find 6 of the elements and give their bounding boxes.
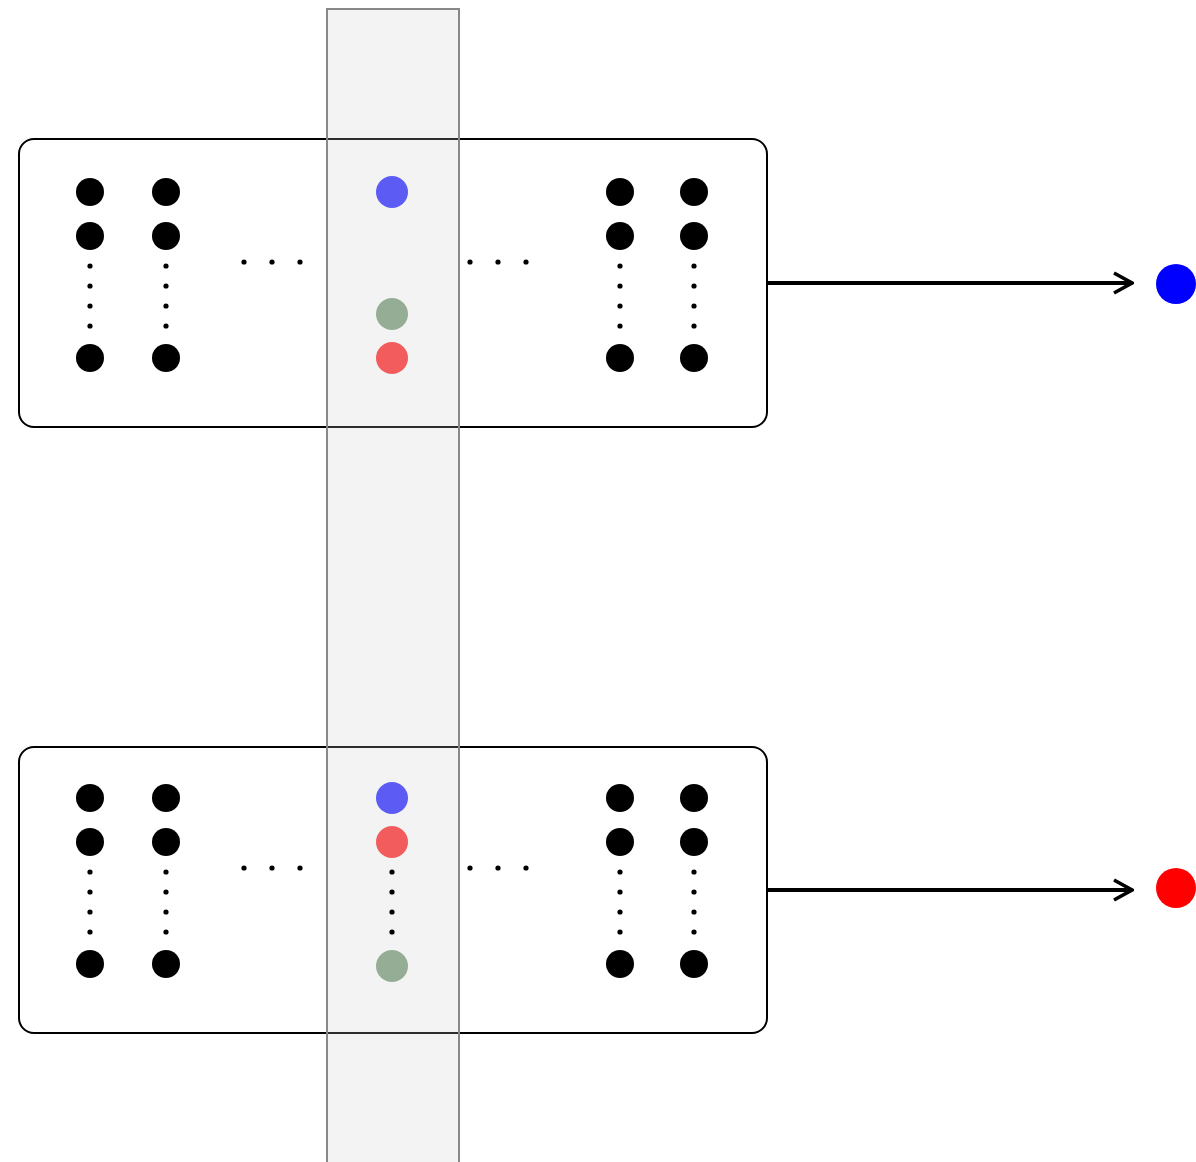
output-circle xyxy=(1156,868,1196,908)
arrow xyxy=(768,878,1134,902)
rounded-box xyxy=(18,138,768,428)
output-circle xyxy=(1156,264,1196,304)
rounded-box xyxy=(18,746,768,1034)
arrow xyxy=(768,271,1134,295)
